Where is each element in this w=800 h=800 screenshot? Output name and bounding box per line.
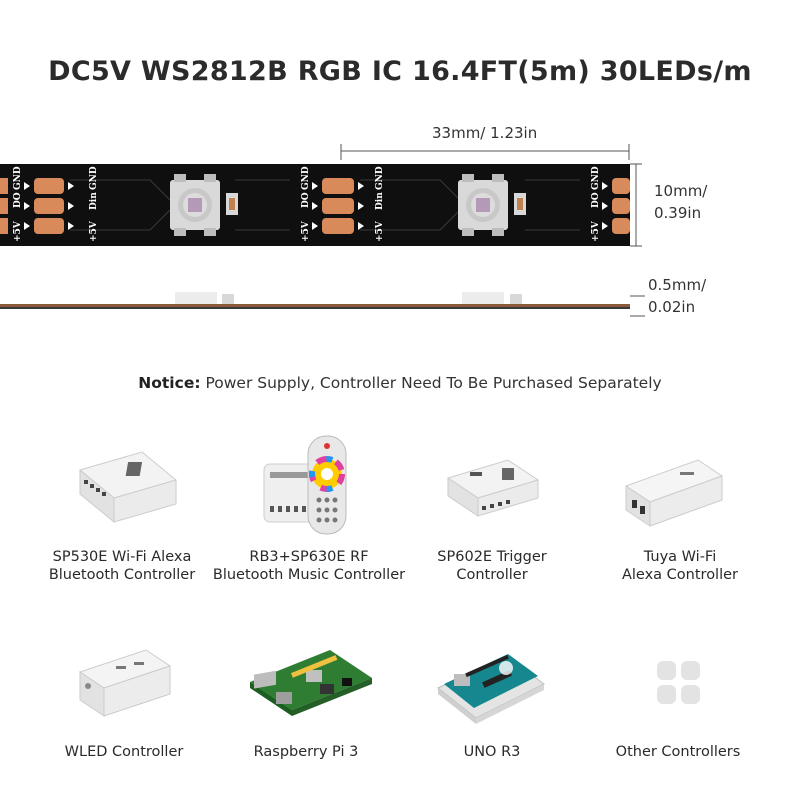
- strip-label-plus5v-5: +5V: [591, 220, 601, 242]
- strip-label-gnd-4: GND: [375, 166, 385, 190]
- notice-body: Power Supply, Controller Need To Be Purc…: [200, 374, 662, 392]
- strip-label-din-2: Din: [375, 192, 385, 210]
- trigger-controller-icon: [446, 459, 540, 517]
- strip-label-plus5v-4: +5V: [375, 220, 385, 242]
- led-chip-2: [458, 174, 526, 236]
- width-dimension-label: 10mm/ 0.39in: [654, 180, 707, 224]
- product-1-line-2: Bluetooth Controller: [48, 567, 196, 583]
- product-caption-3: SP602E Trigger Controller: [392, 548, 592, 584]
- product-caption-1: SP530E Wi-Fi Alexa Bluetooth Controller: [22, 548, 222, 584]
- product-3-line-1: SP602E Trigger: [437, 549, 547, 565]
- product-2-line-1: RB3+SP630E RF: [249, 549, 369, 565]
- thickness-dimension-label: 0.5mm/ 0.02in: [648, 274, 706, 318]
- product-6-line-1: Raspberry Pi 3: [253, 744, 359, 760]
- page-title: DC5V WS2812B RGB IC 16.4FT(5m) 30LEDs/m: [48, 56, 752, 87]
- product-caption-7: UNO R3: [392, 743, 592, 761]
- pitch-dimension-line: [340, 144, 630, 160]
- wifi-controller-icon: [78, 451, 178, 524]
- strip-label-gnd-3: GND: [301, 166, 311, 190]
- strip-label-do-3: DO: [591, 192, 601, 208]
- product-caption-2: RB3+SP630E RF Bluetooth Music Controller: [204, 548, 414, 584]
- product-1-line-1: SP530E Wi-Fi Alexa: [52, 549, 192, 565]
- product-caption-6: Raspberry Pi 3: [206, 743, 406, 761]
- strip-label-gnd-2: GND: [89, 166, 99, 190]
- strip-label-do-1: DO: [13, 192, 23, 208]
- thickness-line-2: 0.02in: [648, 298, 696, 316]
- arduino-board-icon: [437, 654, 545, 724]
- thickness-line-1: 0.5mm/: [648, 276, 707, 294]
- notice-text: Notice: Power Supply, Controller Need To…: [0, 374, 800, 392]
- product-caption-5: WLED Controller: [24, 743, 224, 761]
- product-3-line-2: Controller: [456, 567, 528, 583]
- width-line-1: 10mm/: [654, 182, 708, 200]
- width-line-2: 0.39in: [654, 204, 702, 222]
- solder-pads-middle: [322, 178, 354, 234]
- strip-label-do-2: DO: [301, 192, 311, 208]
- strip-label-din-1: Din: [89, 192, 99, 210]
- raspberry-pi-icon: [250, 650, 372, 716]
- strip-label-plus5v-1: +5V: [13, 220, 23, 242]
- tuya-controller-icon: [624, 459, 724, 527]
- strip-label-gnd-1: GND: [13, 166, 23, 190]
- grid-icon: [657, 661, 700, 704]
- product-2-line-2: Bluetooth Music Controller: [212, 567, 406, 583]
- led-chip-1: [170, 174, 238, 236]
- product-5-line-1: WLED Controller: [64, 744, 184, 760]
- pitch-dimension-label: 33mm/ 1.23in: [432, 124, 538, 142]
- strip-label-plus5v-3: +5V: [301, 220, 311, 242]
- strip-label-plus5v-2: +5V: [89, 220, 99, 242]
- solder-pads-right: [612, 178, 630, 234]
- remote-controller-icon: [263, 435, 347, 535]
- product-caption-8: Other Controllers: [578, 743, 778, 761]
- product-7-line-1: UNO R3: [463, 744, 521, 760]
- product-4-line-1: Tuya Wi-Fi: [643, 549, 717, 565]
- led-strip-side-view: [0, 292, 645, 317]
- product-4-line-2: Alexa Controller: [621, 567, 738, 583]
- notice-label: Notice:: [138, 374, 201, 392]
- product-8-line-1: Other Controllers: [615, 744, 741, 760]
- product-caption-4: Tuya Wi-Fi Alexa Controller: [580, 548, 780, 584]
- wled-controller-icon: [78, 649, 172, 717]
- led-strip-top-view: +5V DO GND +5V Din GND +5V DO GND +5V Di…: [0, 163, 642, 247]
- solder-pads-left: [0, 178, 64, 234]
- strip-label-gnd-5: GND: [591, 166, 601, 190]
